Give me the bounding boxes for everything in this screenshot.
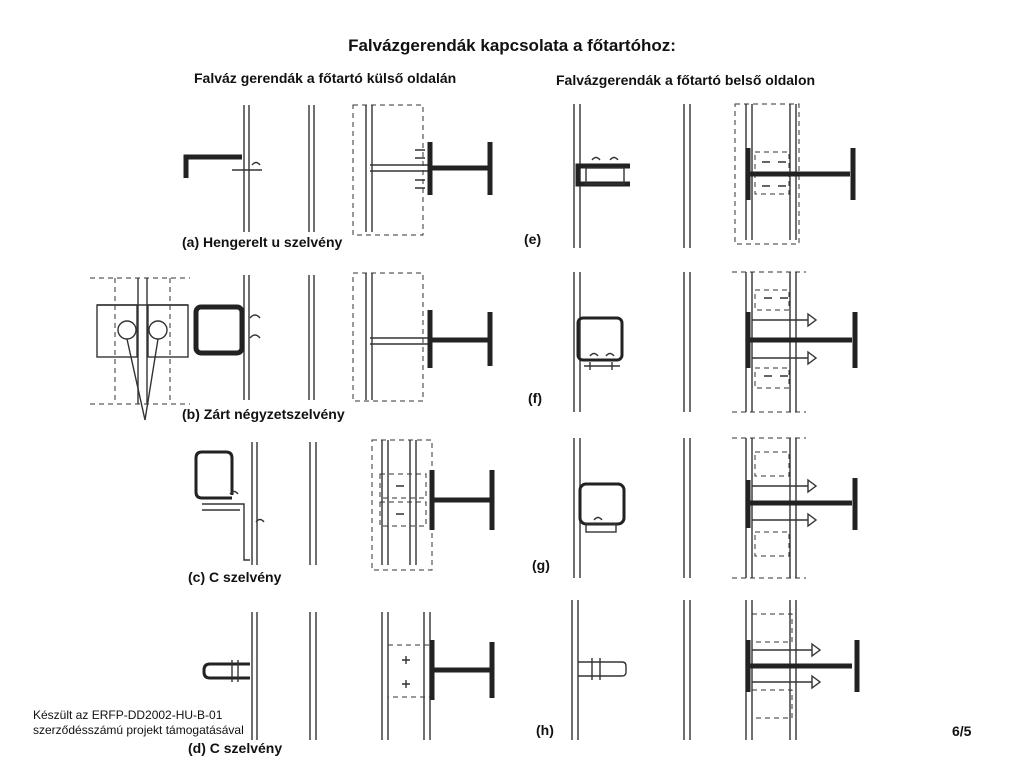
drawing-d-elevation xyxy=(381,612,495,740)
drawing-d-section xyxy=(202,612,317,740)
caption-g: (g) xyxy=(532,557,550,573)
footer-line-2: szerződésszámú projekt támogatásával xyxy=(33,723,244,737)
footer-line-1: Készült az ERFP-DD2002-HU-B-01 xyxy=(33,708,223,722)
drawing-f-section xyxy=(573,272,691,412)
left-column-heading: Falváz gerendák a főtartó külső oldalán xyxy=(194,70,457,86)
drawing-b-section xyxy=(193,275,315,400)
caption-e: (e) xyxy=(524,231,542,247)
drawing-h-section xyxy=(571,600,691,740)
drawing-h-elevation xyxy=(745,600,860,740)
caption-a: (a) Hengerelt u szelvény xyxy=(182,234,343,250)
caption-f: (f) xyxy=(528,390,542,406)
caption-d: (d) C szelvény xyxy=(188,740,283,756)
page-title: Falvázgerendák kapcsolata a főtartóhoz: xyxy=(348,36,676,55)
drawing-g-elevation xyxy=(732,437,858,579)
caption-b: (b) Zárt négyzetszelvény xyxy=(182,406,345,422)
drawing-a-section xyxy=(183,105,315,232)
caption-c: (c) C szelvény xyxy=(188,569,282,585)
caption-h: (h) xyxy=(536,722,554,738)
drawing-a-elevation xyxy=(352,104,493,236)
drawing-f-elevation xyxy=(732,271,858,413)
drawing-b-detail xyxy=(90,277,190,421)
drawing-c-section xyxy=(194,442,317,565)
page-number: 6/5 xyxy=(952,723,972,739)
drawing-e-section xyxy=(573,104,691,248)
drawing-b-elevation xyxy=(352,272,493,402)
drawing-c-elevation xyxy=(371,439,495,571)
drawing-g-section xyxy=(573,438,691,578)
right-column-heading: Falvázgerendák a főtartó belső oldalon xyxy=(556,72,816,88)
footer-note: Készült az ERFP-DD2002-HU-B-01 szerződés… xyxy=(33,708,244,738)
drawing-e-elevation xyxy=(734,103,856,245)
